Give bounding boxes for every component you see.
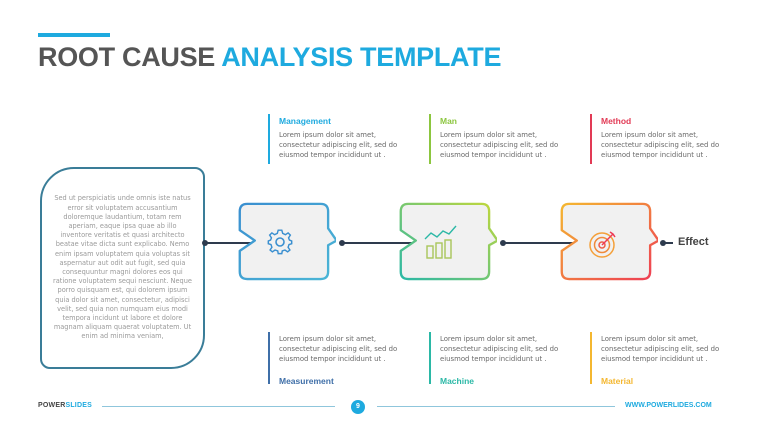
cause-text: Lorem ipsum dolor sit amet, consectetur … xyxy=(440,335,559,363)
cause-label: Machine xyxy=(440,376,475,386)
cause-label: Man xyxy=(440,116,457,126)
cause-bar xyxy=(429,114,431,164)
cause-text: Lorem ipsum dolor sit amet, consectetur … xyxy=(601,131,720,159)
node-chart xyxy=(397,202,497,286)
target-icon xyxy=(589,231,616,258)
cause-text: Lorem ipsum dolor sit amet, consectetur … xyxy=(440,131,559,159)
cause-text: Lorem ipsum dolor sit amet, consectetur … xyxy=(279,131,398,159)
node-gear xyxy=(236,202,336,286)
node-shape xyxy=(560,202,658,281)
cause-bar xyxy=(268,114,270,164)
spine-segment xyxy=(503,242,575,244)
node-target xyxy=(558,202,658,286)
cause-bar xyxy=(590,114,592,164)
footer-divider-left xyxy=(102,406,335,407)
page-number-badge: 9 xyxy=(351,400,365,414)
footer-url[interactable]: WWW.POWERLIDES.COM xyxy=(625,402,712,409)
cause-bar xyxy=(429,332,431,384)
spine-segment xyxy=(205,242,253,244)
problem-description-box: Sed ut perspiciatis unde omnis iste natu… xyxy=(40,167,205,369)
spine-segment xyxy=(342,242,414,244)
cause-bar xyxy=(590,332,592,384)
cause-label: Material xyxy=(601,376,634,386)
gear-icon xyxy=(267,229,293,255)
problem-description-text: Sed ut perspiciatis unde omnis iste natu… xyxy=(53,194,192,341)
cause-text: Lorem ipsum dolor sit amet, consectetur … xyxy=(601,335,720,363)
node-shape xyxy=(238,202,336,281)
footer-divider-right xyxy=(377,406,615,407)
cause-label: Method xyxy=(601,116,632,126)
bar-chart-growth-icon xyxy=(424,225,457,259)
cause-bar xyxy=(268,332,270,384)
spine-segment xyxy=(663,242,673,244)
brand-part-1: POWER xyxy=(38,402,66,409)
effect-label: Effect xyxy=(678,236,709,248)
footer-brand: POWERSLIDES xyxy=(38,402,92,409)
brand-part-2: SLIDES xyxy=(65,402,92,409)
page-title: ROOT CAUSE ANALYSIS TEMPLATE xyxy=(38,42,501,73)
cause-label: Management xyxy=(279,116,331,126)
title-part-accent: ANALYSIS TEMPLATE xyxy=(221,42,502,72)
title-accent-bar xyxy=(38,33,110,37)
node-shape xyxy=(399,202,497,281)
cause-text: Lorem ipsum dolor sit amet, consectetur … xyxy=(279,335,398,363)
title-part-dark: ROOT CAUSE xyxy=(38,42,216,72)
cause-label: Measurement xyxy=(279,376,334,386)
